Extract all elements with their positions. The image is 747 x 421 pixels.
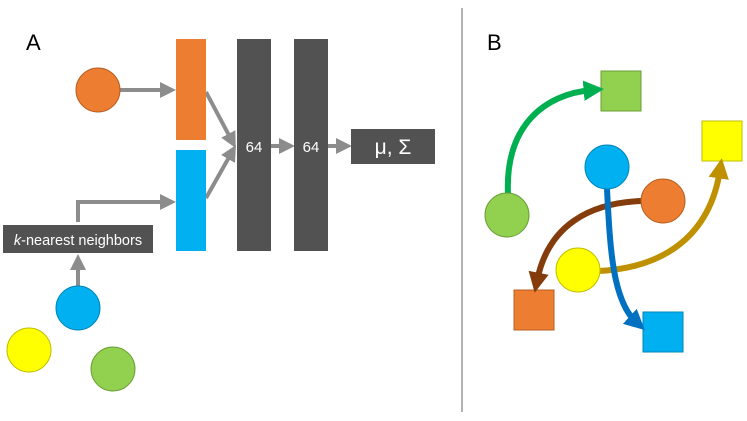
arrow-knn-to-blue-bar <box>76 194 176 222</box>
green-circle <box>90 346 136 392</box>
orange-square <box>513 289 555 331</box>
knn-box <box>3 225 153 253</box>
output-label: μ, Σ <box>375 136 412 159</box>
dense-layer-2-units: 64 <box>303 139 320 156</box>
knn-label: k-nearest neighbors <box>14 233 142 249</box>
green-mapping-arrow <box>504 80 604 195</box>
yellow-square <box>701 120 743 162</box>
orange-mapping-arrow <box>528 198 642 293</box>
orange-circle-b <box>640 178 686 224</box>
blue-circle <box>55 285 101 331</box>
blue-embedding-bar <box>176 150 206 251</box>
green-square <box>600 70 642 112</box>
arrow-orange-bar-to-layer1 <box>204 91 236 149</box>
dense-layer-2 <box>294 39 328 251</box>
green-circle-b <box>484 192 530 238</box>
blue-square <box>642 311 684 353</box>
panel-b-label: B <box>487 30 502 55</box>
blue-mapping-arrow <box>604 188 645 331</box>
yellow-circle-b <box>555 247 601 293</box>
blue-circle-b <box>584 144 630 190</box>
dense-layer-1-units: 64 <box>246 139 263 156</box>
yellow-mapping-arrow <box>597 158 729 274</box>
panel-a-arrows <box>70 82 352 286</box>
orange-embedding-bar <box>176 39 206 140</box>
panel-a-label: A <box>26 30 41 55</box>
arrow-blue-bar-to-layer1 <box>204 145 236 199</box>
orange-circle <box>75 67 121 113</box>
output-box <box>351 129 435 164</box>
dense-layer-1 <box>237 39 271 251</box>
yellow-circle <box>6 327 52 373</box>
